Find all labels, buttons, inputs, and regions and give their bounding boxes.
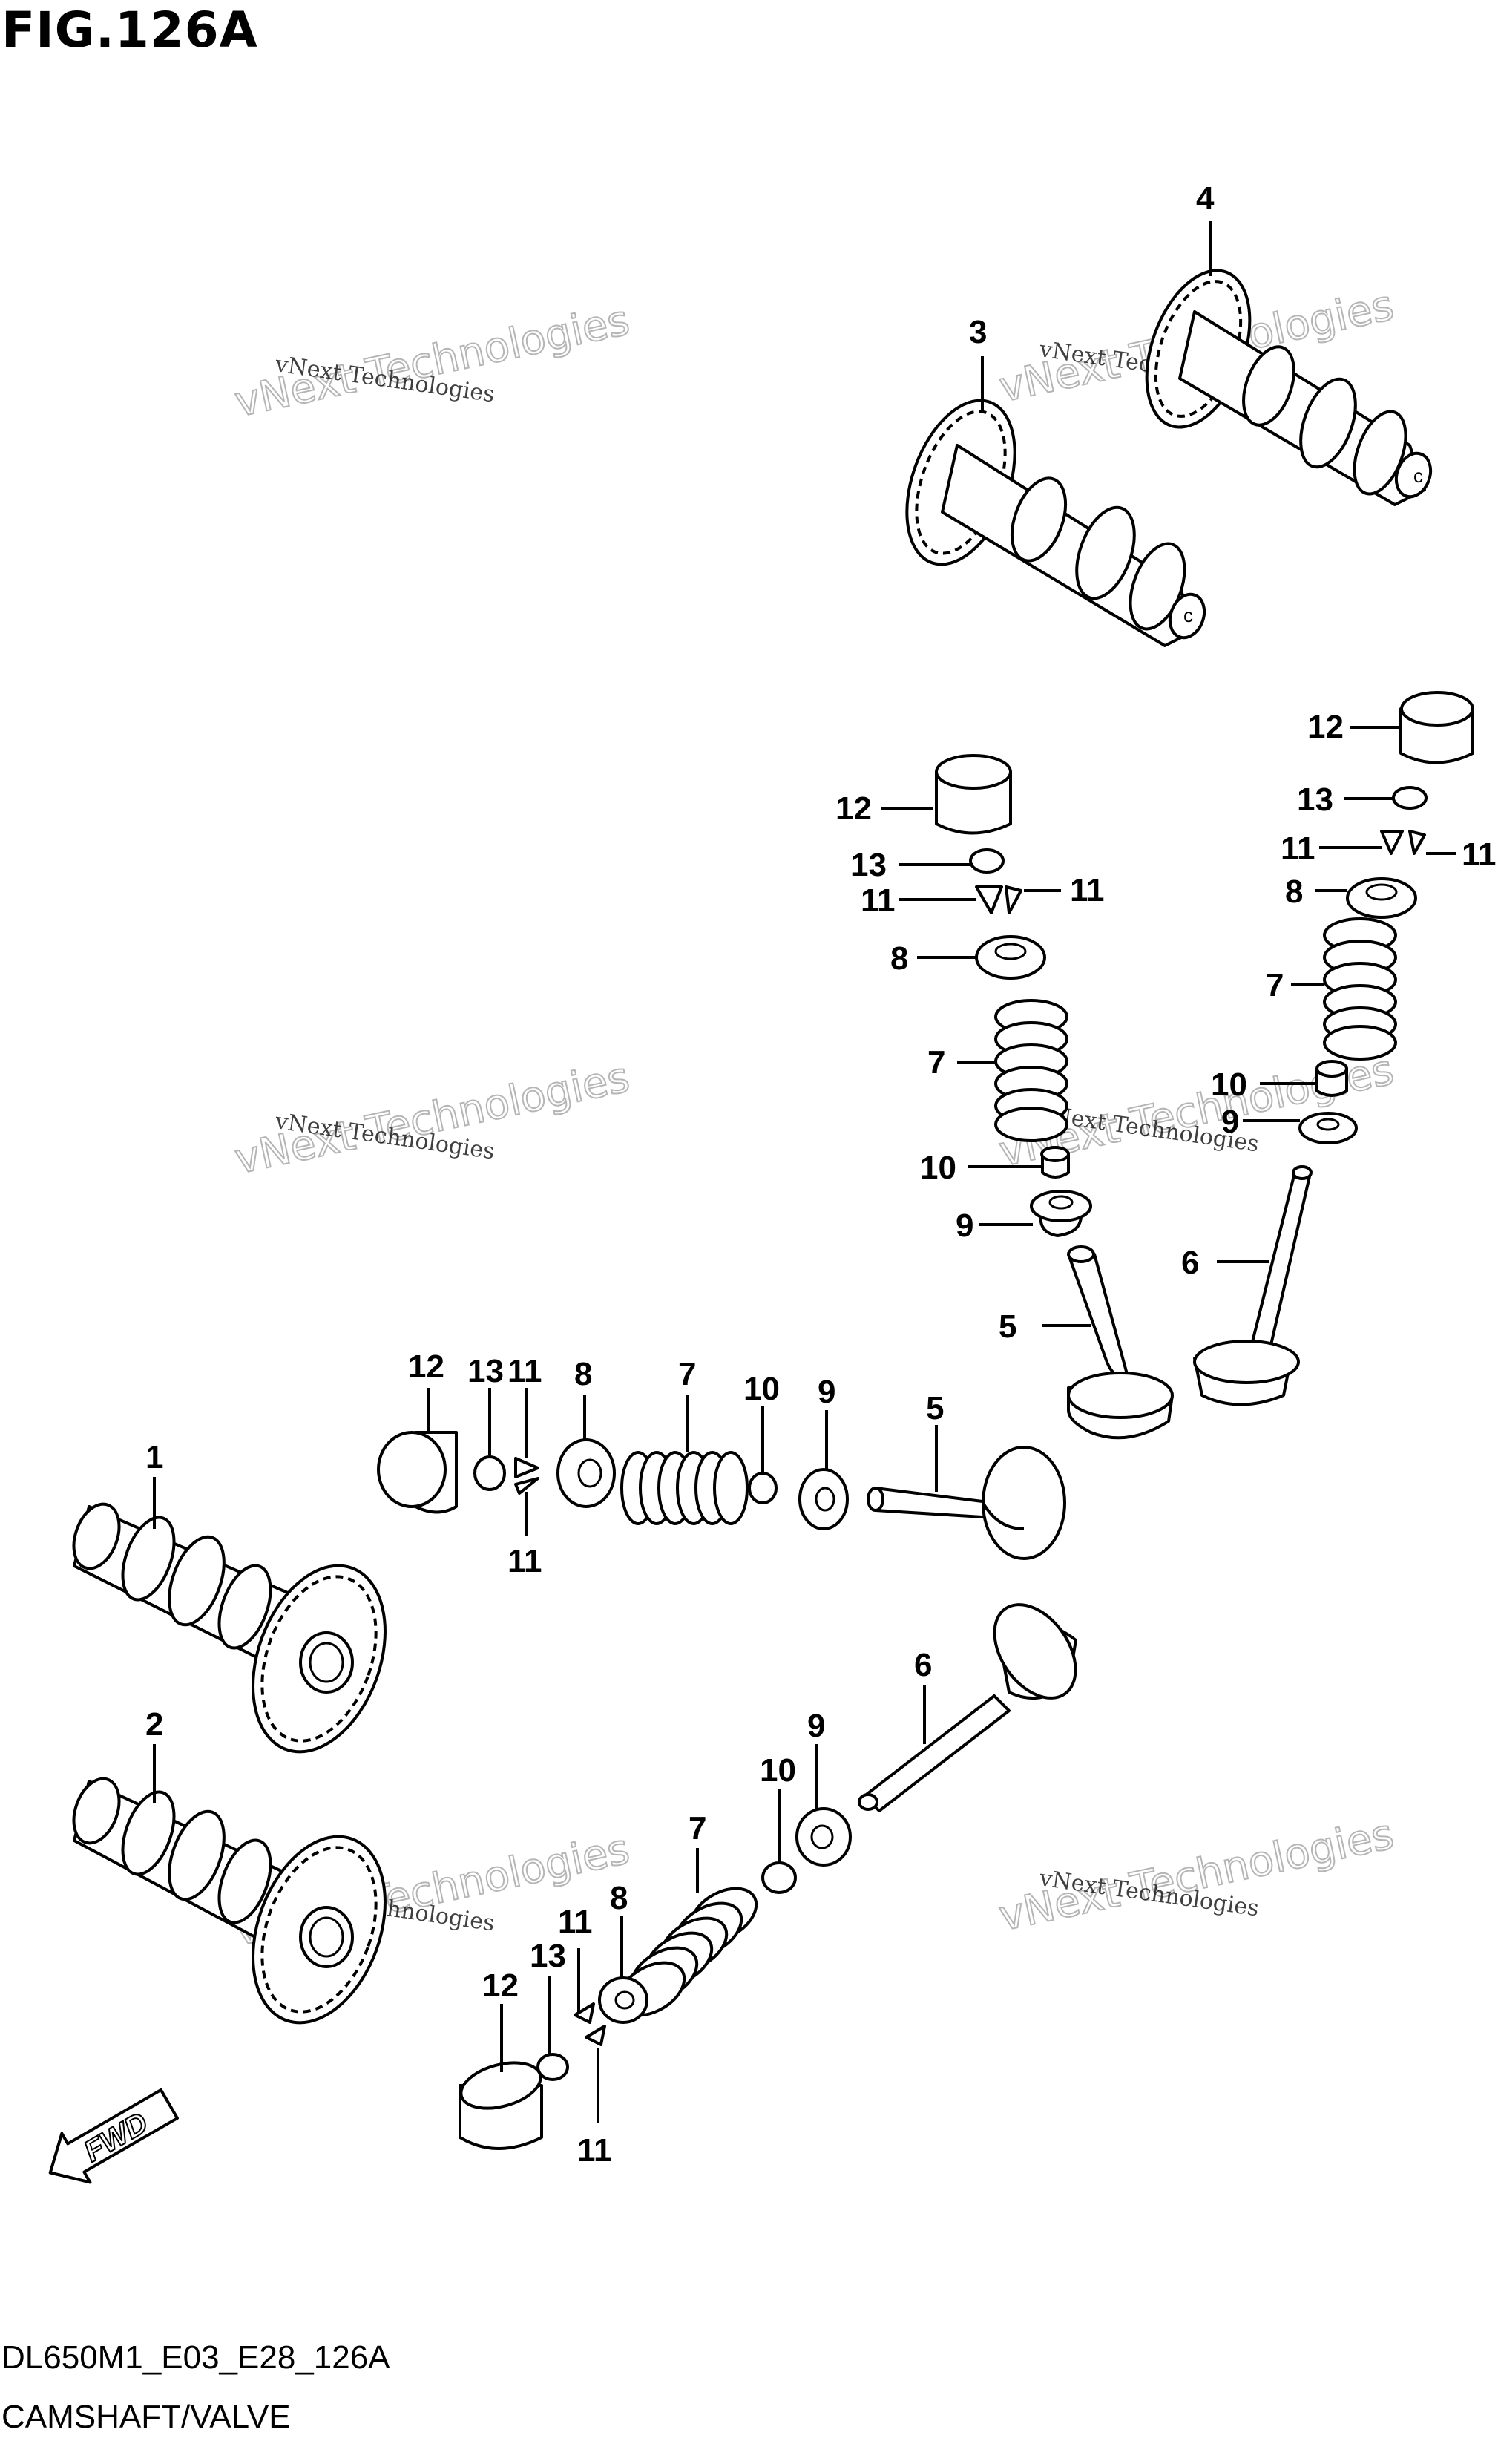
spring-a — [994, 999, 1068, 1142]
callout-11-d1: 11 — [558, 1904, 593, 1940]
callout-3: 3 — [969, 314, 987, 350]
callout-13-b: 13 — [1297, 782, 1333, 818]
callout-4: 4 — [1196, 180, 1215, 217]
callout-11-b1: 11 — [1281, 830, 1315, 867]
callout-5-b: 5 — [926, 1390, 944, 1426]
valve-5-lower — [867, 1446, 1066, 1560]
valve-set-c — [377, 1431, 849, 1530]
callout-9-d: 9 — [807, 1708, 825, 1744]
callout-13-d: 13 — [530, 1938, 566, 1974]
callout-12-c: 12 — [408, 1349, 444, 1385]
callout-7-c: 7 — [678, 1356, 696, 1392]
camshaft-2 — [72, 1777, 387, 2025]
callout-12-d: 12 — [482, 1967, 519, 2004]
callout-13-c: 13 — [467, 1353, 504, 1389]
valve-set-a — [935, 754, 1092, 1237]
svg-text:c: c — [1413, 465, 1423, 487]
callout-9-c: 9 — [818, 1374, 835, 1410]
svg-text:c: c — [1183, 604, 1193, 626]
callout-2: 2 — [145, 1706, 163, 1743]
fwd-arrow: FWD — [48, 2088, 179, 2184]
callout-7-d: 7 — [689, 1810, 706, 1847]
callout-7-b: 7 — [1266, 967, 1284, 1003]
watermark-6: vNext Technologies vNext Technologies — [994, 1809, 1399, 1942]
callout-1: 1 — [145, 1439, 163, 1475]
watermark-1: vNext Technologies vNext Technologies — [230, 295, 634, 427]
figure-title: FIG.126A — [1, 1, 258, 59]
callout-10-a: 10 — [920, 1150, 956, 1186]
callout-6-b: 6 — [914, 1647, 932, 1683]
camshaft-4: c — [1145, 269, 1433, 506]
figure-code: DL650M1_E03_E28_126A — [1, 2339, 390, 2376]
callout-9-a: 9 — [956, 1208, 973, 1244]
camshaft-3: c — [905, 399, 1206, 647]
callout-11-c1: 11 — [507, 1353, 542, 1389]
callout-8-a: 8 — [890, 940, 908, 977]
spring-b — [1323, 917, 1397, 1061]
spring-c — [620, 1451, 749, 1525]
watermark-3: vNext Technologies vNext Technologies — [230, 1052, 634, 1185]
camshaft-1 — [72, 1502, 387, 1754]
callout-10-d: 10 — [760, 1752, 796, 1789]
callout-8-c: 8 — [574, 1356, 592, 1392]
callout-12-b: 12 — [1307, 709, 1344, 745]
callout-10-b: 10 — [1211, 1066, 1247, 1103]
callout-10-c: 10 — [743, 1371, 780, 1407]
callout-8-b: 8 — [1285, 874, 1303, 910]
callout-5-a: 5 — [999, 1308, 1016, 1345]
callout-12-a: 12 — [835, 790, 872, 827]
callout-11-a1: 11 — [861, 882, 896, 919]
callout-9-b: 9 — [1221, 1104, 1239, 1140]
leader-lines — [153, 221, 1456, 2123]
callout-11-d2: 11 — [577, 2132, 612, 2169]
callout-11-c2: 11 — [507, 1543, 542, 1579]
callout-7-a: 7 — [927, 1044, 945, 1081]
valve-6-lower — [858, 1603, 1077, 1812]
figure-name: CAMSHAFT/VALVE — [1, 2399, 291, 2435]
callout-6-a: 6 — [1181, 1245, 1199, 1281]
valve-set-b — [1298, 691, 1474, 1144]
callout-13-a: 13 — [850, 847, 887, 883]
callout-11-a2: 11 — [1070, 872, 1105, 908]
callout-8-d: 8 — [610, 1880, 628, 1916]
valve-set-d — [459, 1807, 852, 2150]
valve-6-upper — [1193, 1165, 1313, 1406]
valve-5-upper — [1067, 1245, 1174, 1440]
callout-labels: 4 3 12 13 11 11 8 7 10 9 5 12 13 11 11 8… — [145, 180, 1497, 2169]
callout-11-b2: 11 — [1462, 836, 1497, 873]
